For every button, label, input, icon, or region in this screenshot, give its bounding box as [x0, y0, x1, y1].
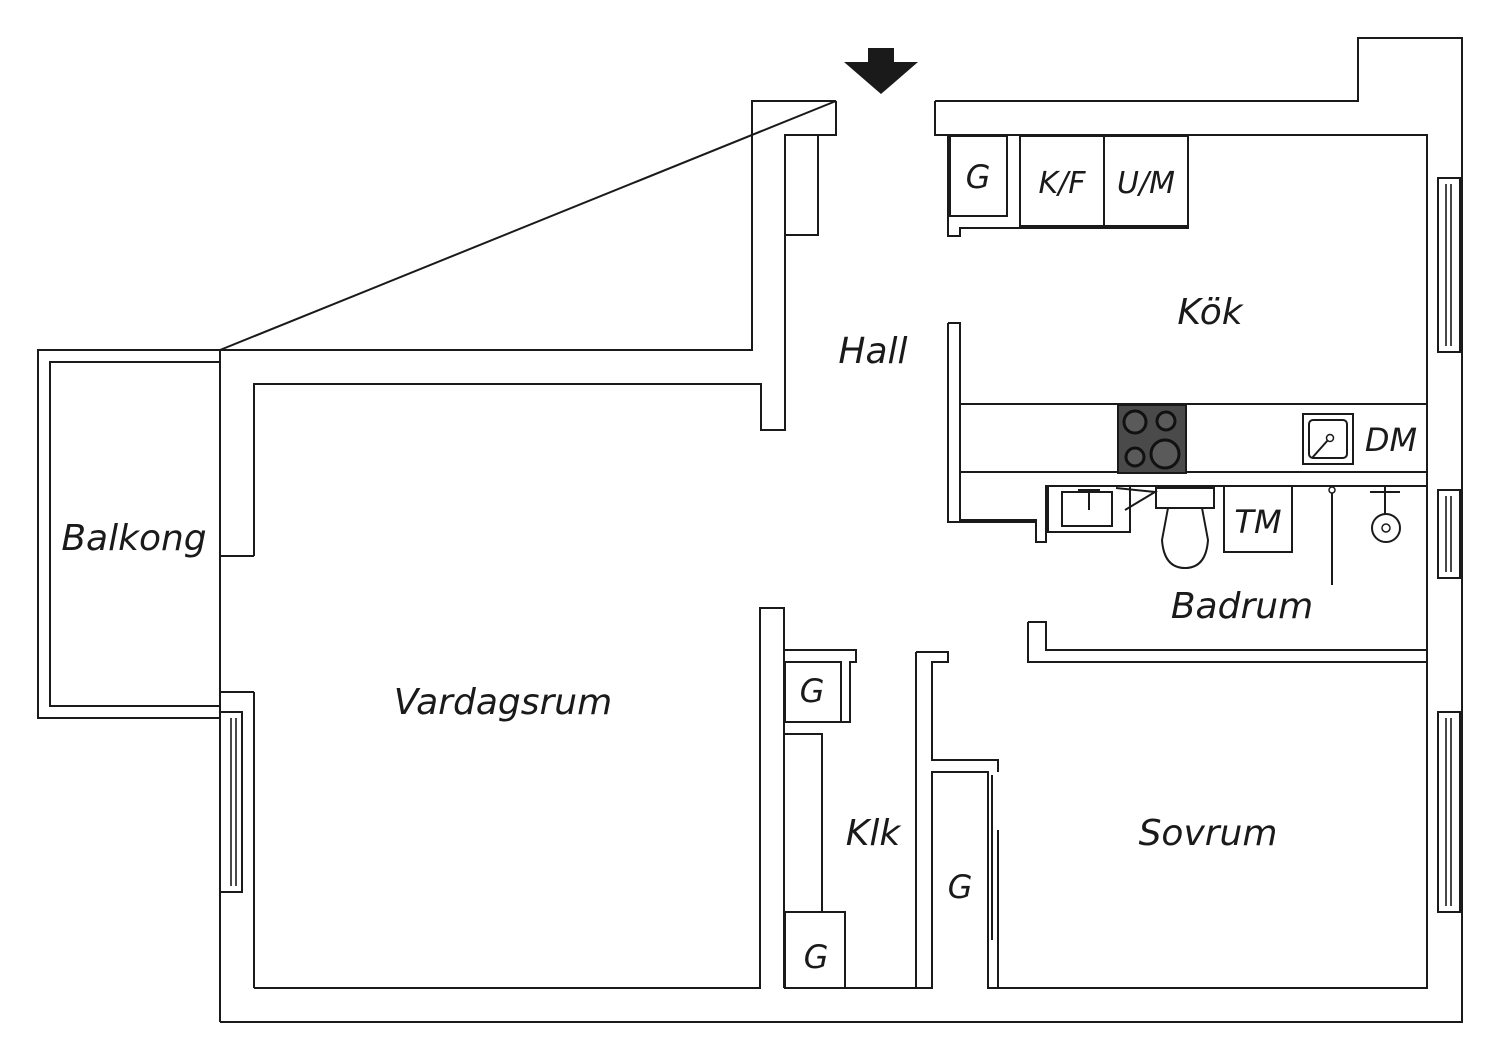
- washing-machine-box: [1223, 485, 1293, 553]
- shower-icon: [1328, 486, 1401, 585]
- washbasin-icon: [1047, 485, 1131, 533]
- fixture-labels: G K/F U/M DM TM G G G: [800, 158, 1418, 976]
- klk-wardrobe-top: [784, 661, 842, 723]
- toilet-icon: [1115, 487, 1215, 570]
- bathroom-fixtures: [1047, 485, 1401, 585]
- fixture-label-dm: DM: [1365, 421, 1417, 459]
- stove-icon: [1117, 404, 1187, 474]
- room-label-vardagsrum: Vardagsrum: [394, 682, 612, 723]
- fixture-label-g-sovrum: G: [948, 868, 973, 906]
- kitchen-fixtures: [949, 135, 1354, 474]
- balcony: [37, 349, 221, 719]
- fixture-label-g-klk-top: G: [800, 672, 825, 710]
- wardrobe-box: [949, 135, 1008, 217]
- fixture-label-kf: K/F: [1038, 166, 1086, 201]
- room-label-badrum: Badrum: [1171, 586, 1313, 627]
- entrance-arrow-icon: [844, 48, 918, 94]
- room-label-hall: Hall: [838, 331, 907, 372]
- interior-walls: [784, 135, 1427, 989]
- klk-wardrobe-bottom: [784, 911, 846, 989]
- windows: [219, 177, 1461, 913]
- fixture-label-g-kitchen: G: [966, 158, 991, 196]
- closets: [784, 661, 846, 989]
- room-label-kok: Kök: [1177, 292, 1244, 333]
- room-label-klk: Klk: [846, 813, 903, 854]
- room-label-sovrum: Sovrum: [1139, 813, 1278, 854]
- room-labels: Hall Kök Balkong Vardagsrum Badrum Klk S…: [61, 292, 1313, 854]
- fixture-label-g-klk-bottom: G: [804, 938, 829, 976]
- sink-icon: [1302, 413, 1354, 465]
- fixture-label-tm: TM: [1234, 503, 1281, 541]
- fixture-label-um: U/M: [1117, 166, 1175, 201]
- room-label-balkong: Balkong: [61, 518, 206, 559]
- oven-microwave-box: [1103, 135, 1189, 227]
